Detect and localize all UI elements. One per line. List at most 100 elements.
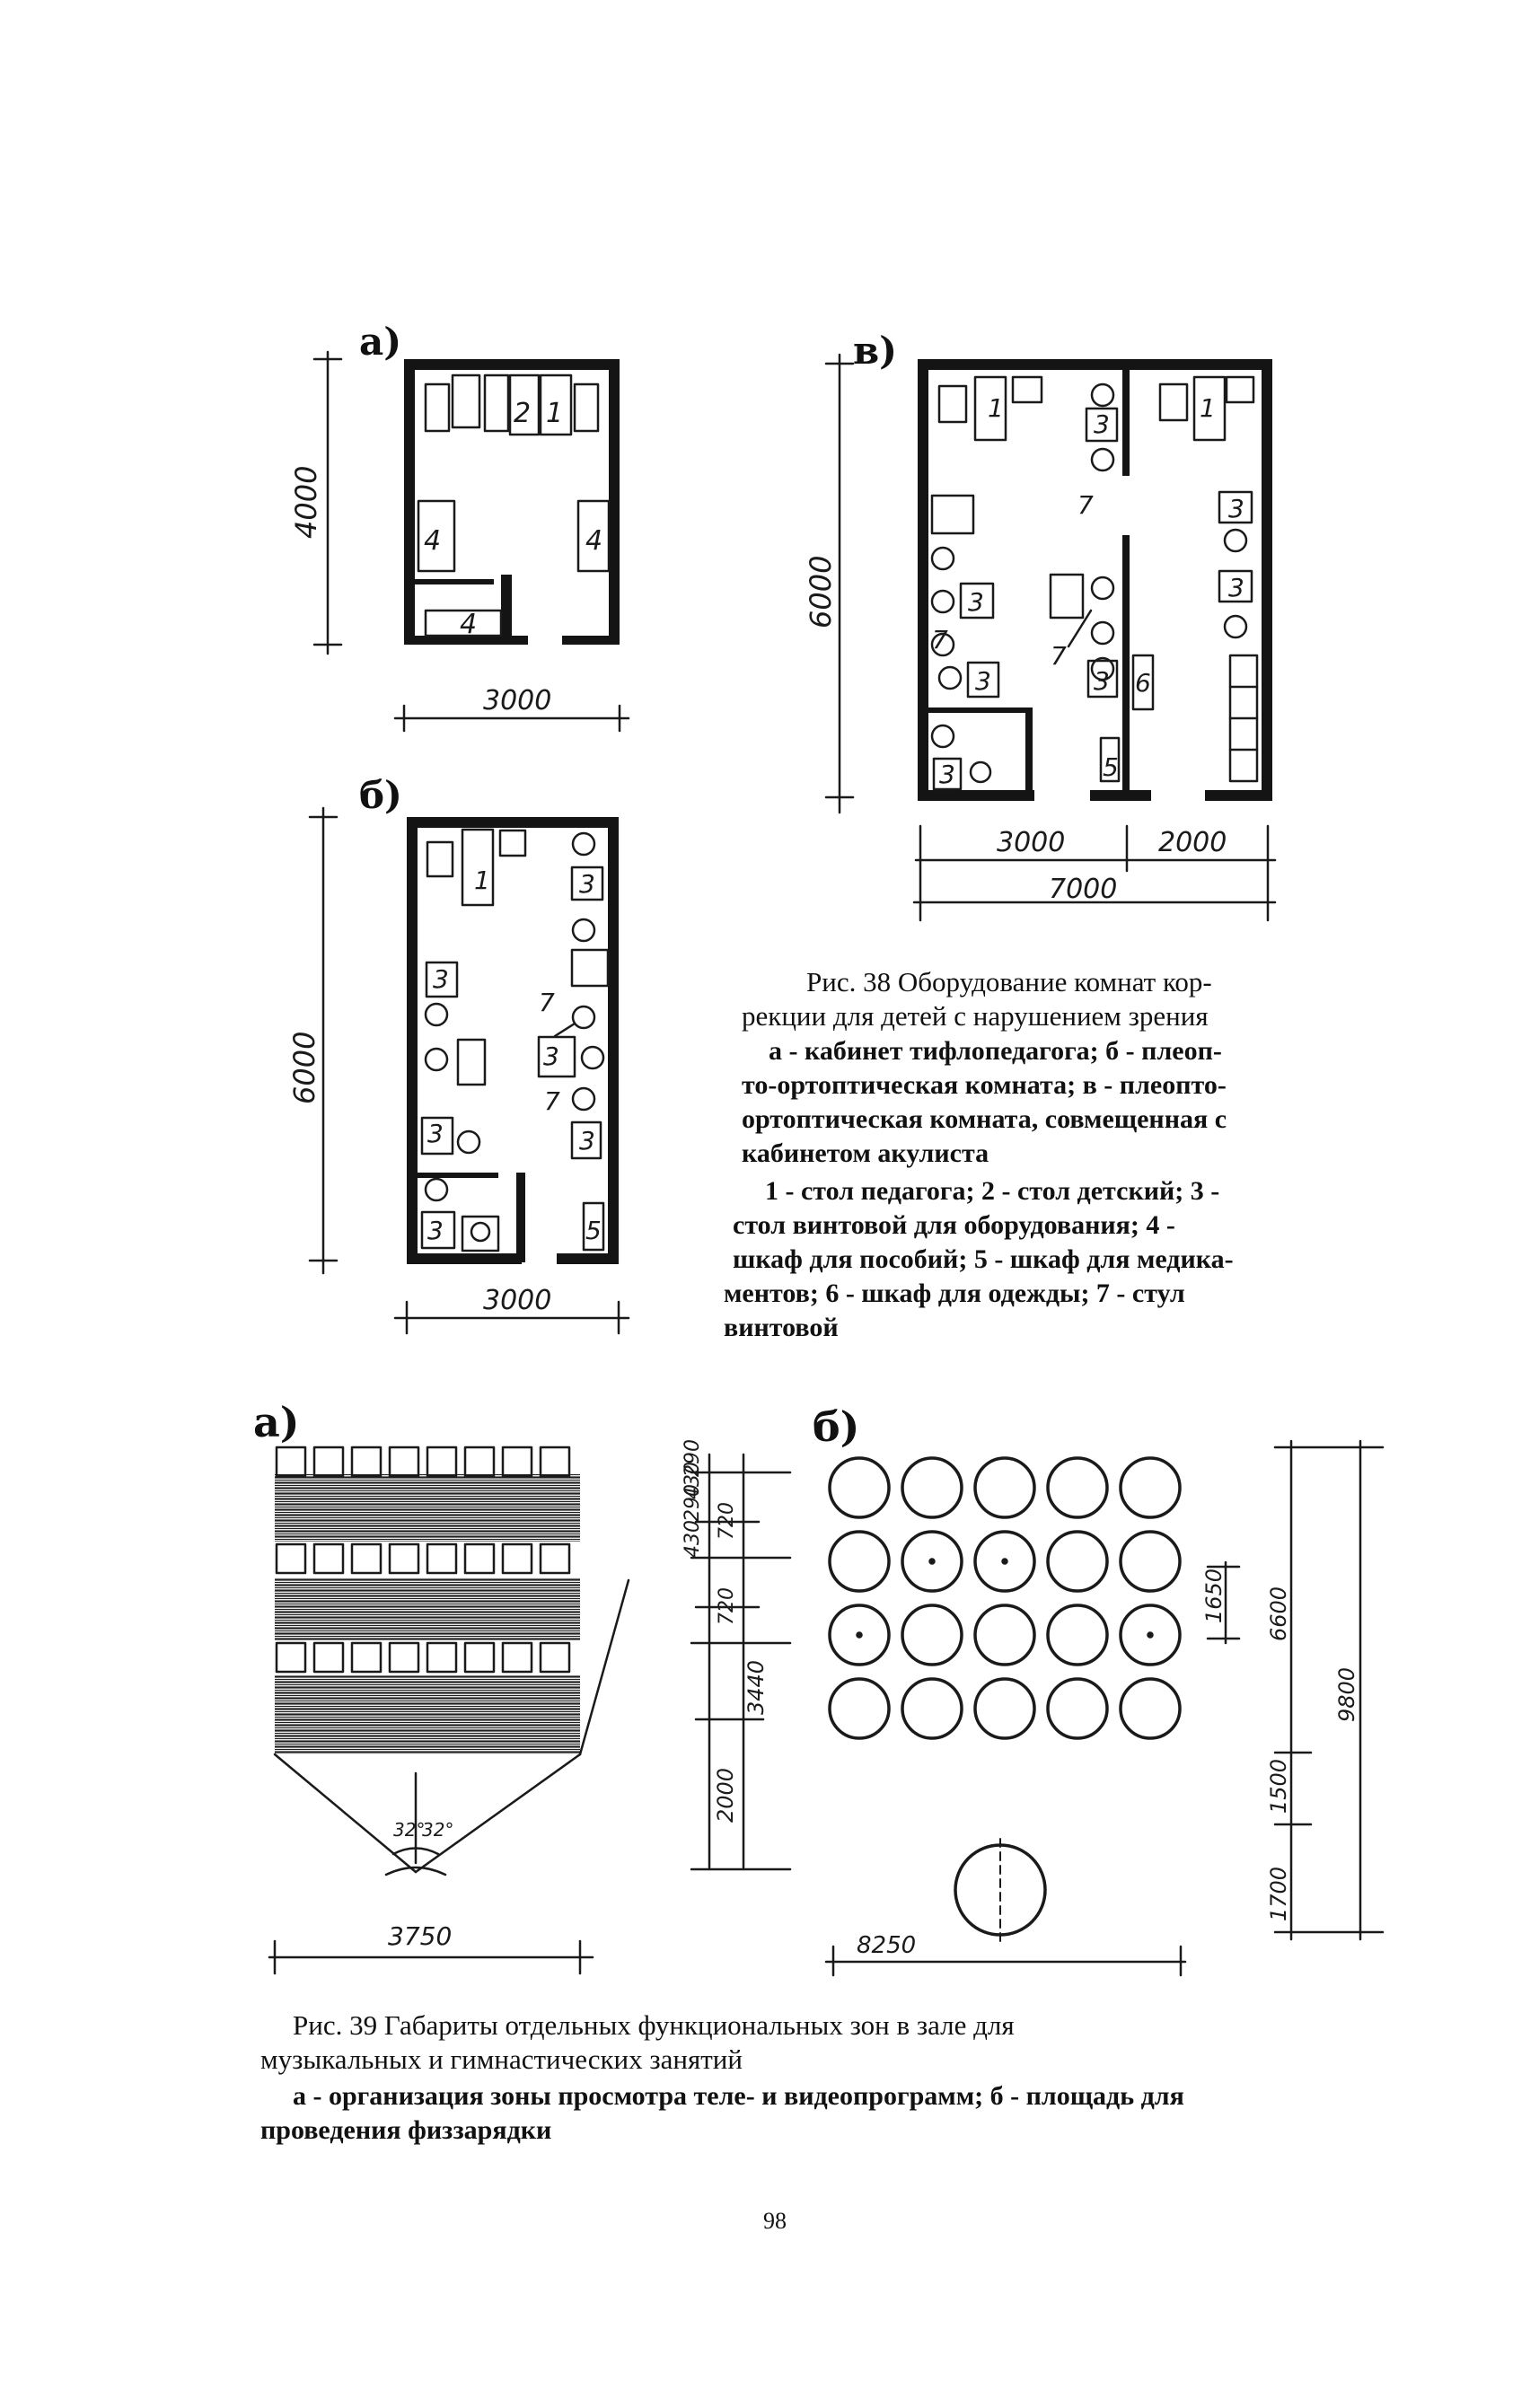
plan-b-letter: б) bbox=[359, 773, 402, 817]
plan-b-dim-height: 6000 bbox=[287, 1032, 321, 1104]
fig38-caption-line-6: кабинетом акулиста bbox=[742, 1138, 989, 1168]
fig39-caption-line-2: музыкальных и гимнастических занятий bbox=[260, 2043, 743, 2075]
plan-b-stool-10 bbox=[470, 1221, 491, 1243]
plan-v-desk-2 bbox=[1192, 375, 1227, 442]
plan-v-stool-1 bbox=[1090, 382, 1115, 408]
exercise-place-r1-c2 bbox=[901, 1456, 963, 1519]
chair-row1-seat3 bbox=[350, 1446, 383, 1478]
fig39-b-letter: б) bbox=[813, 1402, 859, 1451]
plan-b-stool-2 bbox=[571, 918, 596, 943]
fig39-a-view-line-left bbox=[273, 1753, 418, 1874]
exercise-place-r2-c4 bbox=[1046, 1530, 1109, 1593]
plan-a-chair-2 bbox=[573, 382, 600, 433]
plan-a-cabinet-bottom bbox=[424, 609, 503, 637]
plan-a-desk-3 bbox=[508, 374, 541, 436]
plan-v-table-6 bbox=[1049, 573, 1085, 620]
fig39-b-dim-9800: 9800 bbox=[1334, 1667, 1359, 1722]
plan-a-desk-4 bbox=[539, 374, 573, 436]
plan-b-stool-8 bbox=[456, 1129, 481, 1155]
plan-v-wall-left bbox=[918, 359, 928, 801]
plan-b-stool-6 bbox=[571, 1005, 596, 1030]
plan-v-wall-bottom-right bbox=[1205, 790, 1272, 801]
chair-row1-seat8 bbox=[539, 1446, 571, 1478]
plan-v-table-3 bbox=[959, 582, 995, 620]
fig39-a-angle-arc bbox=[391, 1847, 440, 1856]
fig39-b-left-dimension-labels: 430 290 430 290 720 720 3440 2000 bbox=[682, 1439, 769, 1823]
fig39-b-dim-290-b: 290 bbox=[682, 1439, 704, 1477]
fig39-b-left-dimension-lines bbox=[690, 1453, 792, 1871]
fig38-caption-line-2: рекции для детей с нарушением зрения bbox=[742, 1000, 1209, 1032]
plan-a-label-4-bottom: 4 bbox=[460, 609, 477, 640]
fig39-caption-line-4: проведения физзарядки bbox=[260, 2115, 551, 2145]
plan-b-label-7-a: 7 bbox=[539, 988, 555, 1017]
plan-b-partition-left bbox=[418, 1173, 498, 1178]
plan-v-label-3-c: 3 bbox=[1228, 573, 1244, 602]
fig39-a-viewing-angle bbox=[268, 1578, 630, 1975]
exercise-place-r2-c3 bbox=[973, 1530, 1036, 1593]
plan-a-partition bbox=[501, 575, 512, 639]
chair-row1-seat2 bbox=[312, 1446, 345, 1478]
plan-b-label-3-f: 3 bbox=[427, 1216, 444, 1245]
plan-b-table-6 bbox=[420, 1116, 454, 1156]
plan-v-partition-stub bbox=[1025, 707, 1033, 797]
plan-a-label-4-left: 4 bbox=[424, 525, 441, 557]
fig38-caption-line-1: Рис. 38 Оборудование комнат кор- bbox=[806, 966, 1212, 997]
exercise-place-r3-c2 bbox=[901, 1604, 963, 1666]
fig39-a-seating bbox=[275, 1446, 580, 1754]
plan-v-stool-2 bbox=[1090, 447, 1115, 472]
plan-a-wall-left bbox=[404, 359, 415, 645]
fig39-b-dim-1700: 1700 bbox=[1266, 1867, 1291, 1921]
plan-a-label-4-right: 4 bbox=[585, 525, 602, 557]
chair-row2-seat6 bbox=[463, 1542, 496, 1575]
exercise-place-r3-c5 bbox=[1119, 1604, 1182, 1666]
fig38-caption-line-10: ментов; 6 - шкаф для одежды; 7 - стул bbox=[724, 1279, 1185, 1308]
plan-v-dim-width-total: 7000 bbox=[1049, 874, 1117, 905]
exercise-place-r2-c1 bbox=[828, 1530, 891, 1593]
fig39-a-screen bbox=[384, 1866, 447, 1876]
plan-a-wall-bottom-left bbox=[404, 636, 528, 645]
fig39-a-hatch-3 bbox=[275, 1675, 580, 1754]
chair-row3-seat4 bbox=[388, 1641, 420, 1674]
exercise-place-r1-c3 bbox=[973, 1456, 1036, 1519]
chair-row3-seat7 bbox=[501, 1641, 533, 1674]
chair-row3-seat2 bbox=[312, 1641, 345, 1674]
fig39-b-dim-720-b: 720 bbox=[716, 1587, 738, 1625]
plan-v-label-6: 6 bbox=[1135, 668, 1151, 698]
plan-v-desk-1 bbox=[973, 375, 1007, 442]
plan-a-dim-height: 4000 bbox=[289, 466, 323, 539]
plan-a-dim-width: 3000 bbox=[483, 685, 551, 716]
plan-b-leader-7a bbox=[553, 1022, 576, 1038]
plan-v-label-7-b: 7 bbox=[932, 625, 948, 655]
plan-b-table-8 bbox=[420, 1210, 456, 1250]
fig39-a-letter: а) bbox=[253, 1398, 300, 1446]
fig38-caption-line-9: шкаф для пособий; 5 - шкаф для медика- bbox=[733, 1244, 1234, 1274]
chair-row3-seat1 bbox=[275, 1641, 307, 1674]
plan-v-label-3-f: 3 bbox=[939, 760, 955, 789]
plan-a-furniture bbox=[417, 374, 611, 637]
plan-b-label-5: 5 bbox=[585, 1216, 602, 1245]
plan-v-label-1-b: 1 bbox=[1200, 393, 1216, 423]
plan-v-walls bbox=[918, 359, 1272, 801]
chair-row2-seat8 bbox=[539, 1542, 571, 1575]
plan-a-cabinet-right bbox=[576, 499, 611, 573]
plan-v-stool-5 bbox=[930, 632, 955, 657]
plan-v-chair-2 bbox=[1158, 382, 1189, 422]
plan-v-label-3-e: 3 bbox=[975, 666, 991, 696]
plan-v-table-7 bbox=[1086, 659, 1119, 699]
fig39-a-view-extension bbox=[578, 1578, 630, 1756]
fig38-caption-line-7: 1 - стол педагога; 2 - стол детский; 3 - bbox=[765, 1176, 1219, 1206]
plan-b-label-7-b: 7 bbox=[544, 1086, 560, 1116]
plan-v-dim-height: 6000 bbox=[804, 556, 838, 628]
chair-row2-seat1 bbox=[275, 1542, 307, 1575]
plan-b-label-1: 1 bbox=[474, 866, 490, 895]
chair-row2-seat7 bbox=[501, 1542, 533, 1575]
exercise-place-r2-c2 bbox=[901, 1530, 963, 1593]
plan-a-dimension-lines bbox=[312, 350, 630, 733]
exercise-place-dot-r2-c2 bbox=[928, 1558, 936, 1565]
plan-b-table-3 bbox=[425, 961, 459, 998]
plan-a-partition-left bbox=[415, 579, 494, 584]
plan-v-wall-bottom-left bbox=[918, 790, 1034, 801]
plan-v-label-3-g: 3 bbox=[1094, 666, 1110, 696]
plan-a-desk-2 bbox=[483, 374, 510, 433]
plan-b-wall-right bbox=[608, 817, 619, 1264]
